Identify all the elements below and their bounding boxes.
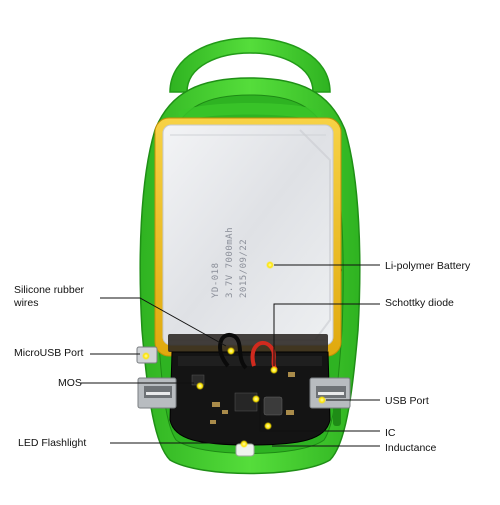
smd-part-5 <box>210 420 216 424</box>
marker-inductance <box>264 422 272 430</box>
smd-part-2 <box>222 410 228 414</box>
marker-led <box>240 440 248 448</box>
smd-part-1 <box>212 402 220 407</box>
smd-part-3 <box>286 410 294 415</box>
label-led-flashlight: LED Flashlight <box>18 437 87 449</box>
label-inductance: Inductance <box>385 442 437 454</box>
marker-microusb <box>142 352 150 360</box>
leader-silicone <box>100 297 227 347</box>
marker-schottky <box>270 366 278 374</box>
case-top-rib <box>178 103 322 122</box>
battery-print-model: YD-018 <box>211 262 221 298</box>
label-mos: MOS <box>58 377 82 389</box>
label-silicone-rubber-wires: Silicone rubber wires <box>14 284 85 309</box>
smd-part-4 <box>288 372 295 377</box>
battery-foil-sheen <box>299 129 331 341</box>
right-usb-port-tongue <box>318 392 344 395</box>
pcb-silkscreen-strip <box>178 356 322 366</box>
label-microusb-port: MicroUSB Port <box>14 347 84 359</box>
silicone-wire-black <box>218 332 248 370</box>
label-ic: IC <box>385 427 396 439</box>
left-usb-port-tongue <box>146 392 170 395</box>
battery-print-capacity: 3.7V 7000mAh <box>225 226 235 298</box>
battery-tape <box>168 334 328 352</box>
label-schottky-diode: Schottky diode <box>385 297 454 309</box>
leader-schottky <box>273 303 380 366</box>
marker-silicone <box>227 347 235 355</box>
inductance-coil <box>263 396 283 416</box>
hanging-handle <box>169 37 331 93</box>
marker-ic <box>252 395 260 403</box>
leader-ic <box>259 399 380 432</box>
label-usb-port: USB Port <box>385 395 429 407</box>
marker-battery <box>266 261 274 269</box>
callout-leaders <box>80 264 380 447</box>
marker-usb <box>318 396 326 404</box>
callout-markers <box>142 261 326 448</box>
battery-foil-pack <box>162 124 334 346</box>
label-li-polymer-battery: Li-polymer Battery <box>385 260 471 272</box>
battery-print-date: 2015/09/22 <box>239 238 249 298</box>
marker-mos <box>196 382 204 390</box>
